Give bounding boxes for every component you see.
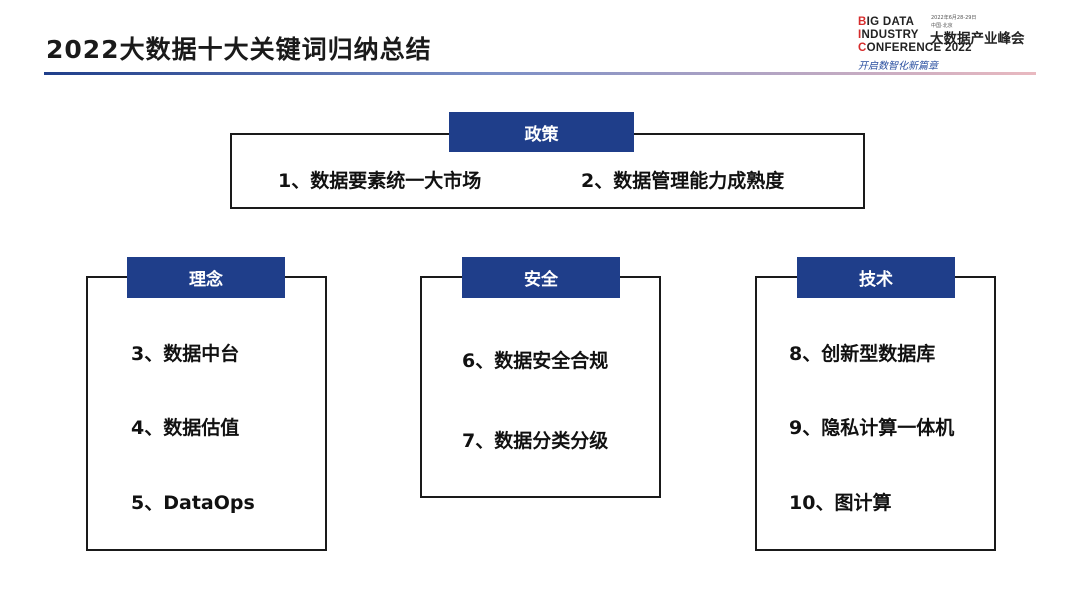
conference-logo: BIG DATA INDUSTRY CONFERENCE 2022 2022年6… bbox=[858, 14, 1038, 72]
concept-item-4: 4、数据估值 bbox=[131, 417, 240, 439]
policy-item-1: 1、数据要素统一大市场 bbox=[278, 170, 482, 192]
tech-item-9: 9、隐私计算一体机 bbox=[789, 417, 955, 439]
policy-item-2: 2、数据管理能力成熟度 bbox=[581, 170, 785, 192]
logo-line-3: CONFERENCE 2022 bbox=[858, 42, 972, 54]
logo-chinese-name: 大数据产业峰会 bbox=[930, 31, 1025, 47]
title-underline bbox=[44, 72, 1036, 75]
logo-line-1-accent: B bbox=[858, 16, 867, 28]
concept-label: 理念 bbox=[127, 257, 285, 298]
tech-item-8: 8、创新型数据库 bbox=[789, 343, 936, 365]
logo-line-3-rest: ONFERENCE 2022 bbox=[866, 42, 972, 54]
concept-item-5: 5、DataOps bbox=[131, 492, 255, 514]
security-item-7: 7、数据分类分级 bbox=[462, 430, 609, 452]
logo-date: 2022年6月28-29日 bbox=[931, 15, 977, 21]
logo-city: 中国·北京 bbox=[931, 23, 953, 29]
logo-line-3-accent: C bbox=[858, 42, 867, 54]
policy-label: 政策 bbox=[449, 112, 634, 152]
concept-item-3: 3、数据中台 bbox=[131, 343, 240, 365]
logo-line-1-rest: IG DATA bbox=[866, 16, 915, 28]
tech-item-10: 10、图计算 bbox=[789, 492, 892, 514]
security-item-6: 6、数据安全合规 bbox=[462, 350, 609, 372]
security-box bbox=[420, 276, 661, 498]
logo-line-2: INDUSTRY bbox=[858, 29, 919, 41]
logo-line-1: BIG DATA bbox=[858, 16, 914, 28]
security-label: 安全 bbox=[462, 257, 620, 298]
page-title: 2022大数据十大关键词归纳总结 bbox=[46, 35, 432, 64]
logo-line-2-rest: NDUSTRY bbox=[861, 29, 919, 41]
logo-slogan: 开启数智化新篇章 bbox=[858, 61, 938, 72]
tech-box bbox=[755, 276, 996, 551]
tech-label: 技术 bbox=[797, 257, 955, 298]
logo-line-2-accent: I bbox=[858, 29, 862, 41]
